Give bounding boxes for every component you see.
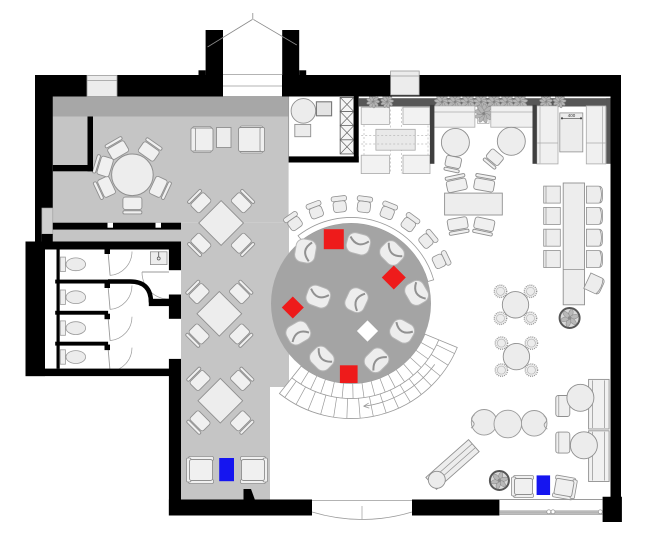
svg-text:400: 400	[568, 113, 576, 118]
